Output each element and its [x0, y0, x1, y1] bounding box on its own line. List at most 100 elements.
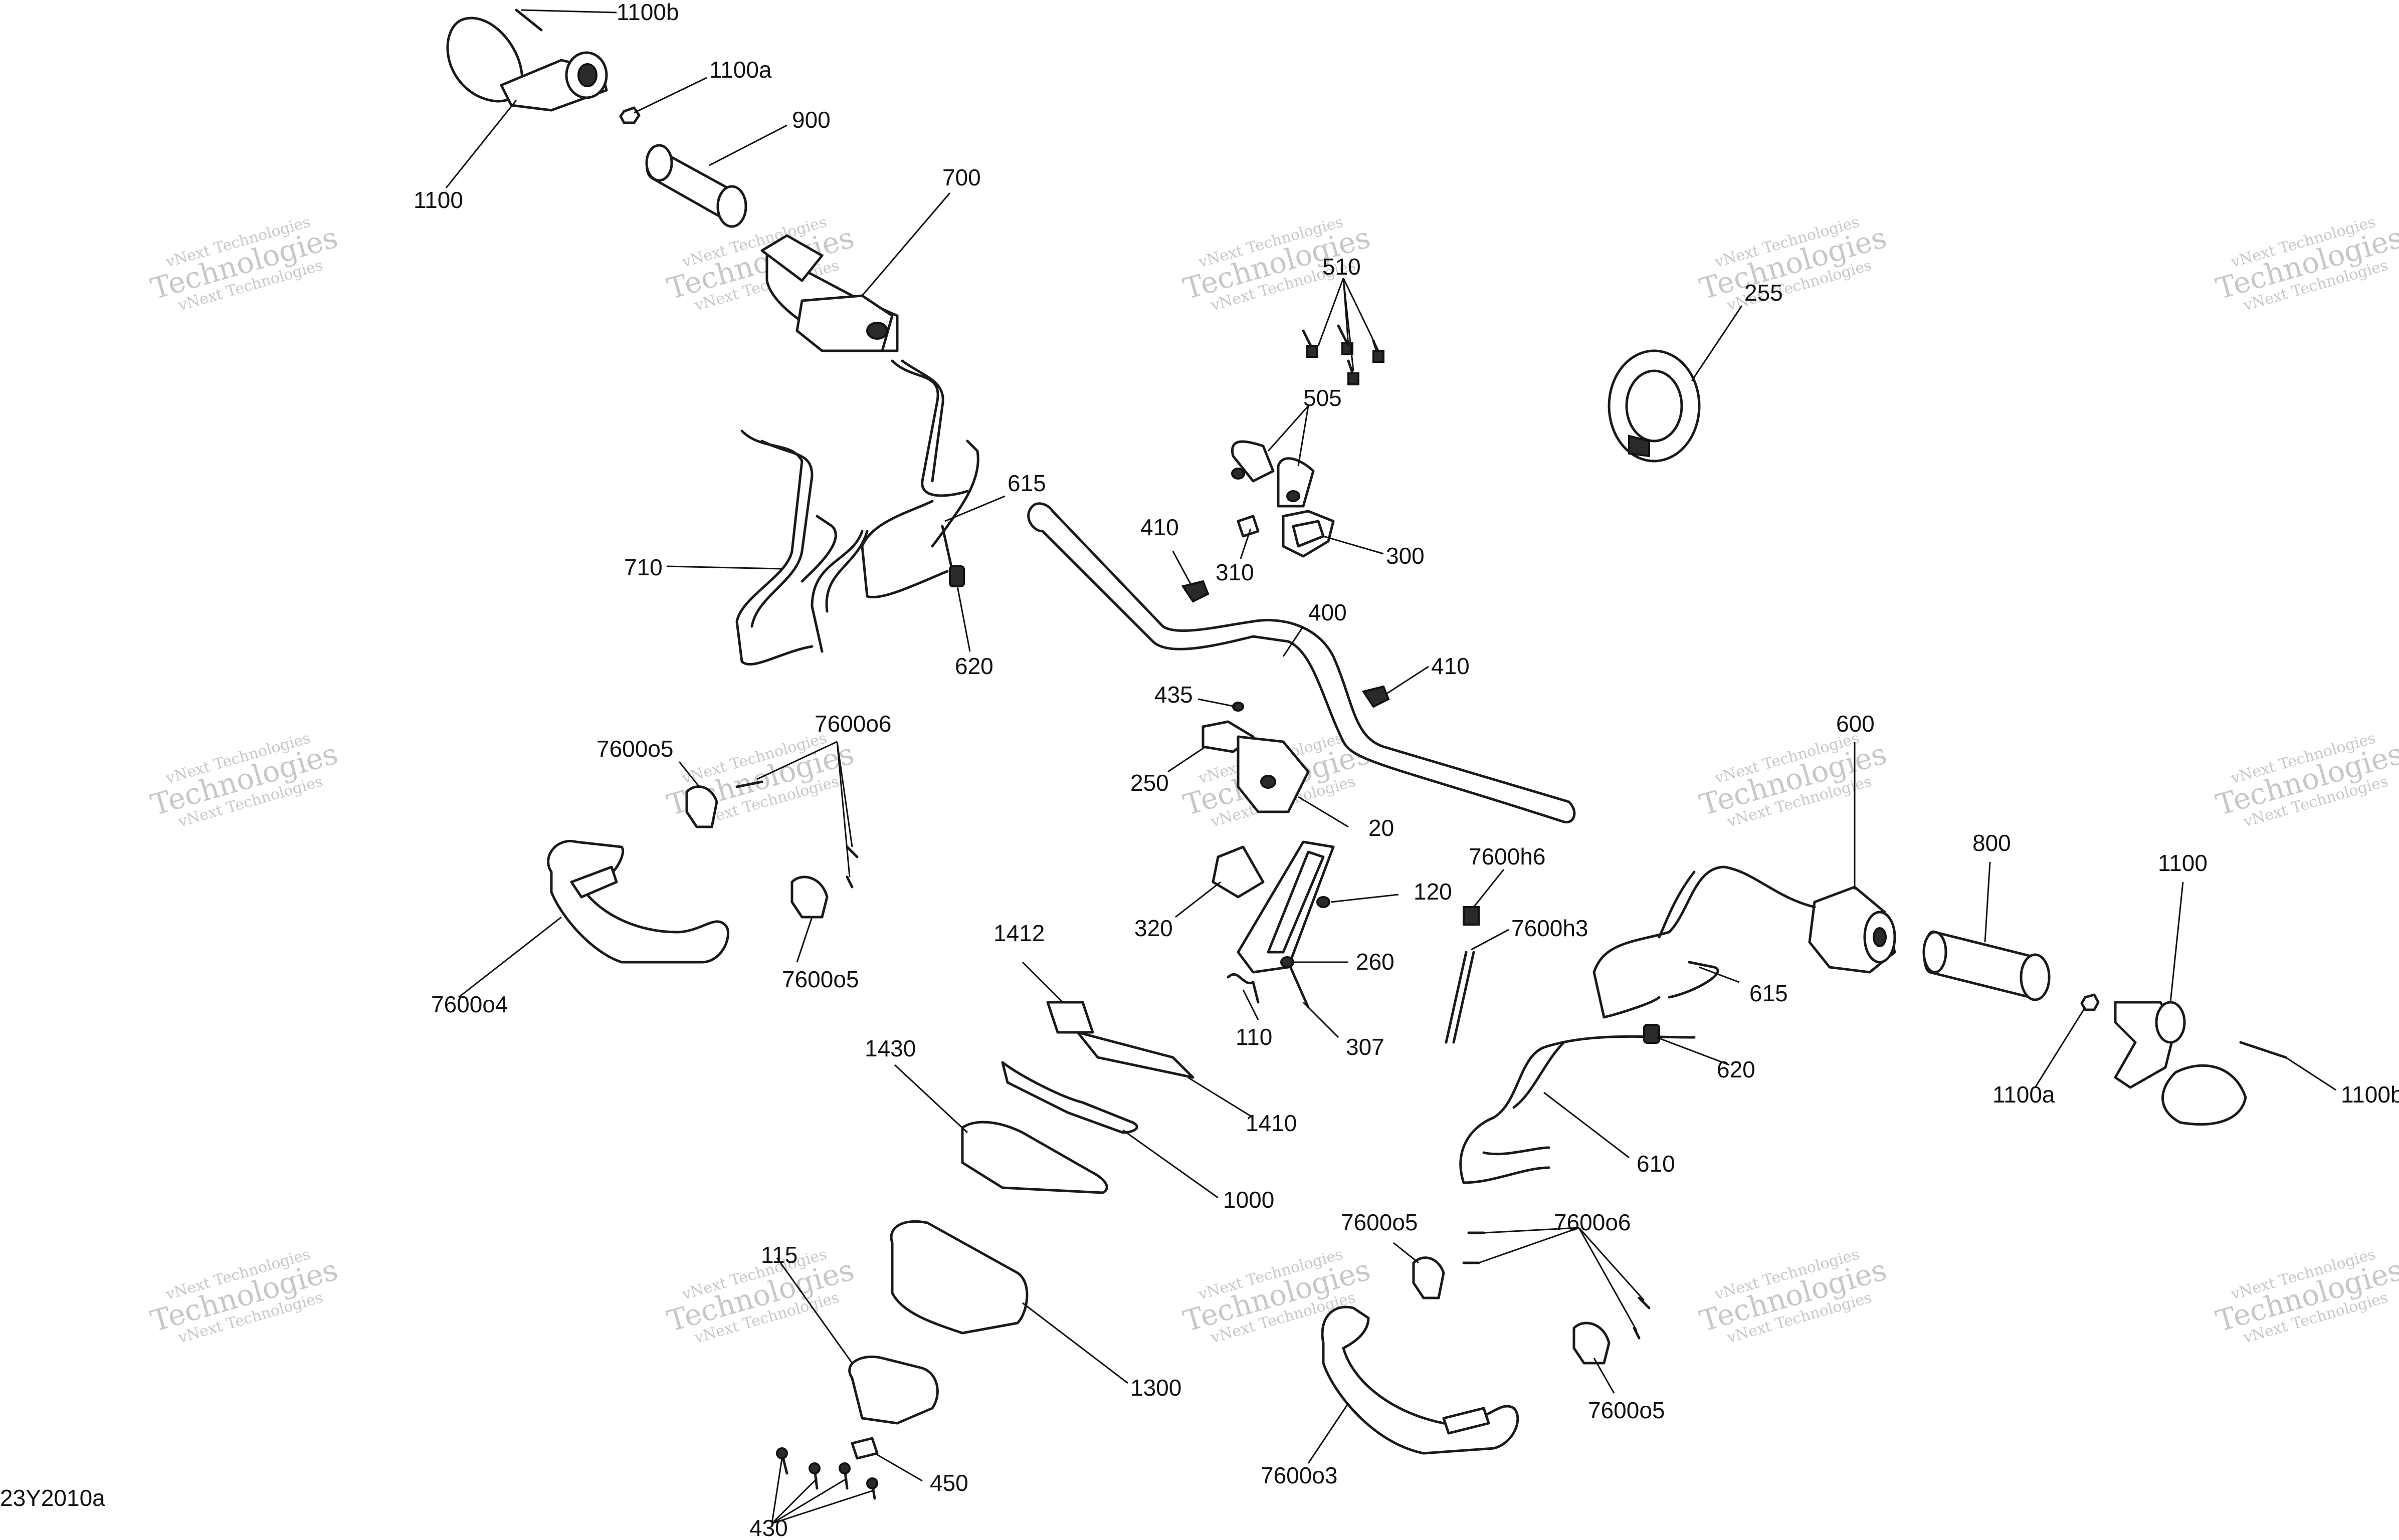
connector-7600h6 — [1463, 906, 1480, 926]
callout-800: 800 — [1972, 830, 2011, 856]
callout-435: 435 — [1154, 682, 1193, 708]
callout-1000: 1000 — [1223, 1187, 1274, 1213]
pin-310 — [1237, 515, 1260, 538]
bolt-307 — [1287, 961, 1310, 1009]
clip-410-top — [1181, 580, 1210, 603]
bracket-320 — [1212, 845, 1265, 899]
clip-410-right — [1361, 685, 1390, 708]
callout-1100a-right: 1100a — [1992, 1081, 2055, 1108]
callout-1412: 1412 — [993, 920, 1045, 946]
clamp-7600o5-bot-top — [1412, 1256, 1445, 1299]
heater-ring-255 — [1608, 349, 1701, 463]
handguard-left — [547, 840, 730, 964]
callout-7600o3: 7600o3 — [1261, 1462, 1338, 1488]
screws-7600o6-bot — [1462, 1231, 1651, 1340]
handguard-bottom — [1321, 1305, 1519, 1455]
callout-310: 310 — [1216, 559, 1254, 585]
callout-620-right: 620 — [1717, 1056, 1755, 1082]
callout-1410: 1410 — [1246, 1110, 1297, 1136]
cover-1430 — [961, 1121, 1108, 1194]
callout-20: 20 — [1368, 815, 1394, 841]
callout-320: 320 — [1134, 915, 1173, 941]
callout-7600o5-left-bot: 7600o5 — [782, 966, 859, 992]
parts-layer — [446, 9, 2287, 1500]
nut-1100a-top — [619, 106, 641, 124]
callout-7600o5-bot-top: 7600o5 — [1341, 1209, 1418, 1235]
callout-430: 430 — [749, 1515, 788, 1540]
cable-615-left — [861, 439, 979, 598]
callout-260: 260 — [1356, 949, 1394, 975]
callout-600: 600 — [1836, 711, 1875, 737]
callout-700: 700 — [942, 164, 981, 190]
callout-115: 115 — [761, 1242, 797, 1268]
callout-7600o4: 7600o4 — [431, 991, 508, 1017]
callout-710: 710 — [624, 554, 663, 580]
callout-610: 610 — [1637, 1151, 1675, 1177]
connector-620-right — [1643, 1024, 1660, 1044]
tube-7600h3 — [1452, 951, 1475, 1044]
callout-505: 505 — [1303, 385, 1342, 411]
diagram-code: 23Y2010a — [0, 1485, 105, 1511]
cable-710 — [735, 429, 869, 666]
mirror-right — [2114, 1001, 2287, 1126]
callout-400: 400 — [1308, 599, 1347, 625]
spacer-450 — [851, 1437, 879, 1460]
callout-300: 300 — [1386, 543, 1425, 569]
cable-615-right — [1592, 865, 1816, 1019]
clamp-7600o5-left-bot — [790, 875, 829, 919]
switch-300 — [1282, 510, 1335, 558]
clip-110 — [1227, 973, 1260, 1004]
grip-800 — [1922, 930, 2051, 1001]
callout-110: 110 — [1236, 1024, 1272, 1050]
mirror-left — [446, 9, 608, 112]
riser-120 — [1237, 840, 1335, 974]
connector-620-left — [949, 565, 965, 587]
deflector-1410-1412 — [1046, 1001, 1194, 1079]
callout-510: 510 — [1322, 254, 1361, 280]
clamp-7600o5-bot — [1572, 1322, 1611, 1365]
throttle-housing-700 — [760, 234, 969, 497]
callout-410-right: 410 — [1431, 653, 1470, 679]
callout-307: 307 — [1346, 1034, 1384, 1060]
clamps-505 — [1231, 440, 1315, 508]
grip-900 — [645, 144, 747, 228]
callout-1100b-top: 1100b — [617, 0, 679, 25]
callout-7600o5-bot: 7600o5 — [1588, 1397, 1665, 1423]
callout-7600h3: 7600h3 — [1511, 915, 1588, 941]
callout-120: 120 — [1414, 878, 1452, 905]
bracket-115 — [848, 1355, 939, 1425]
housing-600 — [1808, 886, 1896, 974]
callout-1300: 1300 — [1130, 1375, 1181, 1401]
callout-620-left: 620 — [955, 653, 993, 679]
visor-1000 — [1001, 1061, 1138, 1134]
screws-7600o6-left — [735, 780, 859, 889]
clamp-7600o5-left-top — [685, 785, 718, 828]
callout-410-top: 410 — [1140, 514, 1179, 540]
leader-lines — [445, 9, 2336, 1524]
callout-1100b-right: 1100b — [2341, 1081, 2399, 1108]
callout-1430: 1430 — [865, 1035, 916, 1061]
callout-1100-right: 1100 — [2158, 850, 2208, 876]
callout-1100a-top: 1100a — [709, 57, 772, 83]
callout-7600o6-left: 7600o6 — [815, 711, 892, 737]
callout-450: 450 — [930, 1470, 968, 1496]
gauge-1300 — [890, 1220, 1029, 1335]
callout-615-left: 615 — [1008, 470, 1046, 496]
callout-7600o5-left-top: 7600o5 — [596, 736, 674, 762]
screws-430 — [776, 1447, 878, 1500]
callout-255: 255 — [1744, 280, 1783, 306]
callout-250: 250 — [1130, 770, 1169, 796]
callout-1100-top: 1100 — [414, 187, 463, 213]
